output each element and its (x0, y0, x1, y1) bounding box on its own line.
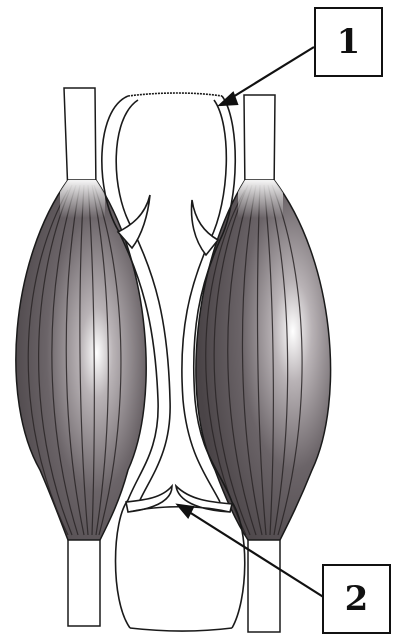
arrow-2-head (178, 505, 193, 517)
label-box-2: 2 (322, 564, 391, 634)
arrow-1-line (228, 47, 314, 100)
upper-valve-cusp-right (192, 200, 218, 255)
left-muscle-top-tendon (64, 88, 96, 195)
right-muscle (196, 95, 331, 632)
left-muscle (16, 88, 146, 626)
arrow-1-head (220, 93, 237, 105)
right-muscle-belly (196, 180, 331, 540)
vein-bottom-edge (130, 628, 232, 631)
vein-top-edge (128, 93, 222, 96)
label-box-1: 1 (314, 7, 383, 77)
